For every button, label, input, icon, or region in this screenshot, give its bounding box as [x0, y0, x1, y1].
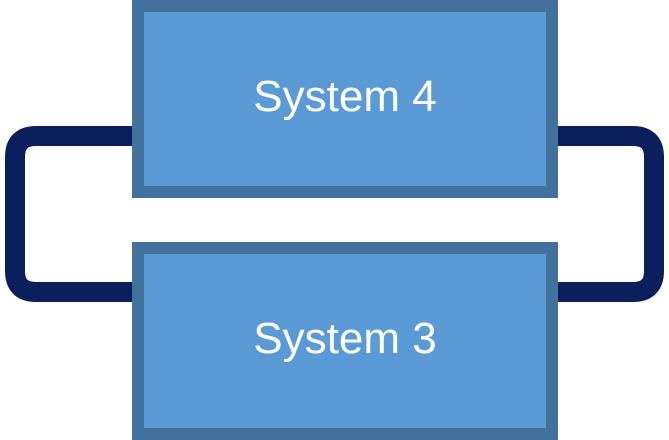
system-3-label: System 3	[253, 314, 437, 363]
system-3-box: System 3	[132, 242, 558, 440]
system-4-box: System 4	[132, 0, 558, 198]
right-connector	[557, 126, 664, 302]
system-4-label: System 4	[253, 72, 437, 121]
left-connector	[5, 126, 132, 302]
